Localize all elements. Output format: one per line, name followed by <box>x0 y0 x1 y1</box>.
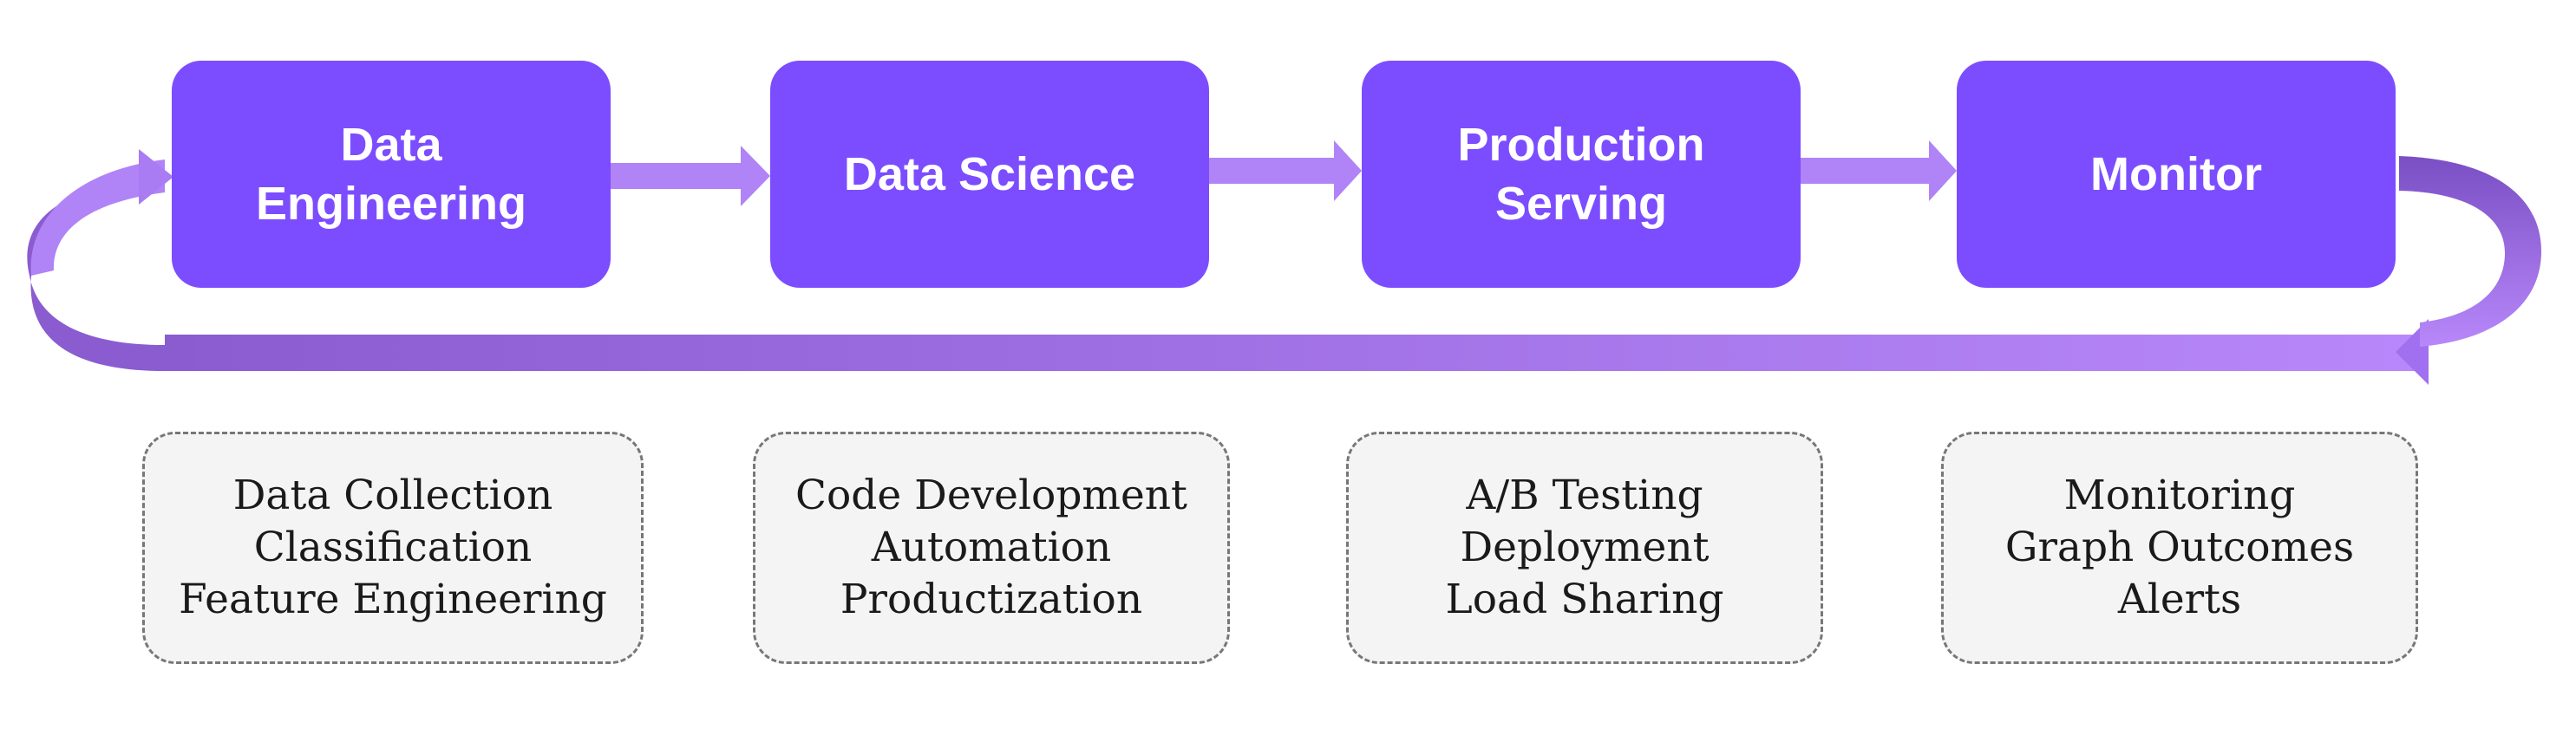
loop-arrow-right-curve <box>2399 156 2541 347</box>
stage-title: Data Engineering <box>255 119 527 230</box>
arrow-3-to-4-shaft <box>1801 158 1931 184</box>
task-list-data-engineering: Data Collection Classification Feature E… <box>142 432 644 664</box>
loop-arrow-bottom <box>165 335 2420 371</box>
stage-production-serving: Production Serving <box>1362 61 1801 288</box>
stage-monitor: Monitor <box>1957 61 2396 288</box>
stage-title: Production Serving <box>1457 119 1705 230</box>
arrow-2-to-3-shaft <box>1209 158 1336 184</box>
task-item: Productization <box>840 576 1143 623</box>
loop-arrowhead-left <box>139 149 173 205</box>
task-item: Load Sharing <box>1445 576 1724 623</box>
task-item: Code Development <box>795 472 1187 519</box>
loop-arrow-left-curve-inner <box>30 159 165 276</box>
arrow-2-to-3-head <box>1334 140 1362 201</box>
task-item: Monitoring <box>2063 472 2296 519</box>
task-item: Data Collection <box>232 472 553 519</box>
arrow-1-to-2-head <box>741 146 770 206</box>
task-item: Deployment <box>1460 524 1710 571</box>
task-list-production-serving: A/B Testing Deployment Load Sharing <box>1346 432 1823 664</box>
task-item: Feature Engineering <box>179 576 607 623</box>
task-item: A/B Testing <box>1466 472 1703 519</box>
stage-data-engineering: Data Engineering <box>172 61 611 288</box>
stage-title: Data Science <box>843 148 1136 200</box>
task-item: Classification <box>253 524 533 571</box>
task-list-monitor: Monitoring Graph Outcomes Alerts <box>1941 432 2418 664</box>
loop-arrow-left-curve <box>27 177 165 371</box>
task-item: Automation <box>871 524 1112 571</box>
task-item: Graph Outcomes <box>2004 524 2355 571</box>
task-item: Alerts <box>2117 576 2242 623</box>
stage-data-science: Data Science <box>770 61 1209 288</box>
task-list-data-science: Code Development Automation Productizati… <box>753 432 1230 664</box>
stage-title: Monitor <box>2090 148 2262 200</box>
arrow-3-to-4-head <box>1929 140 1957 201</box>
arrow-1-to-2-shaft <box>611 163 742 189</box>
